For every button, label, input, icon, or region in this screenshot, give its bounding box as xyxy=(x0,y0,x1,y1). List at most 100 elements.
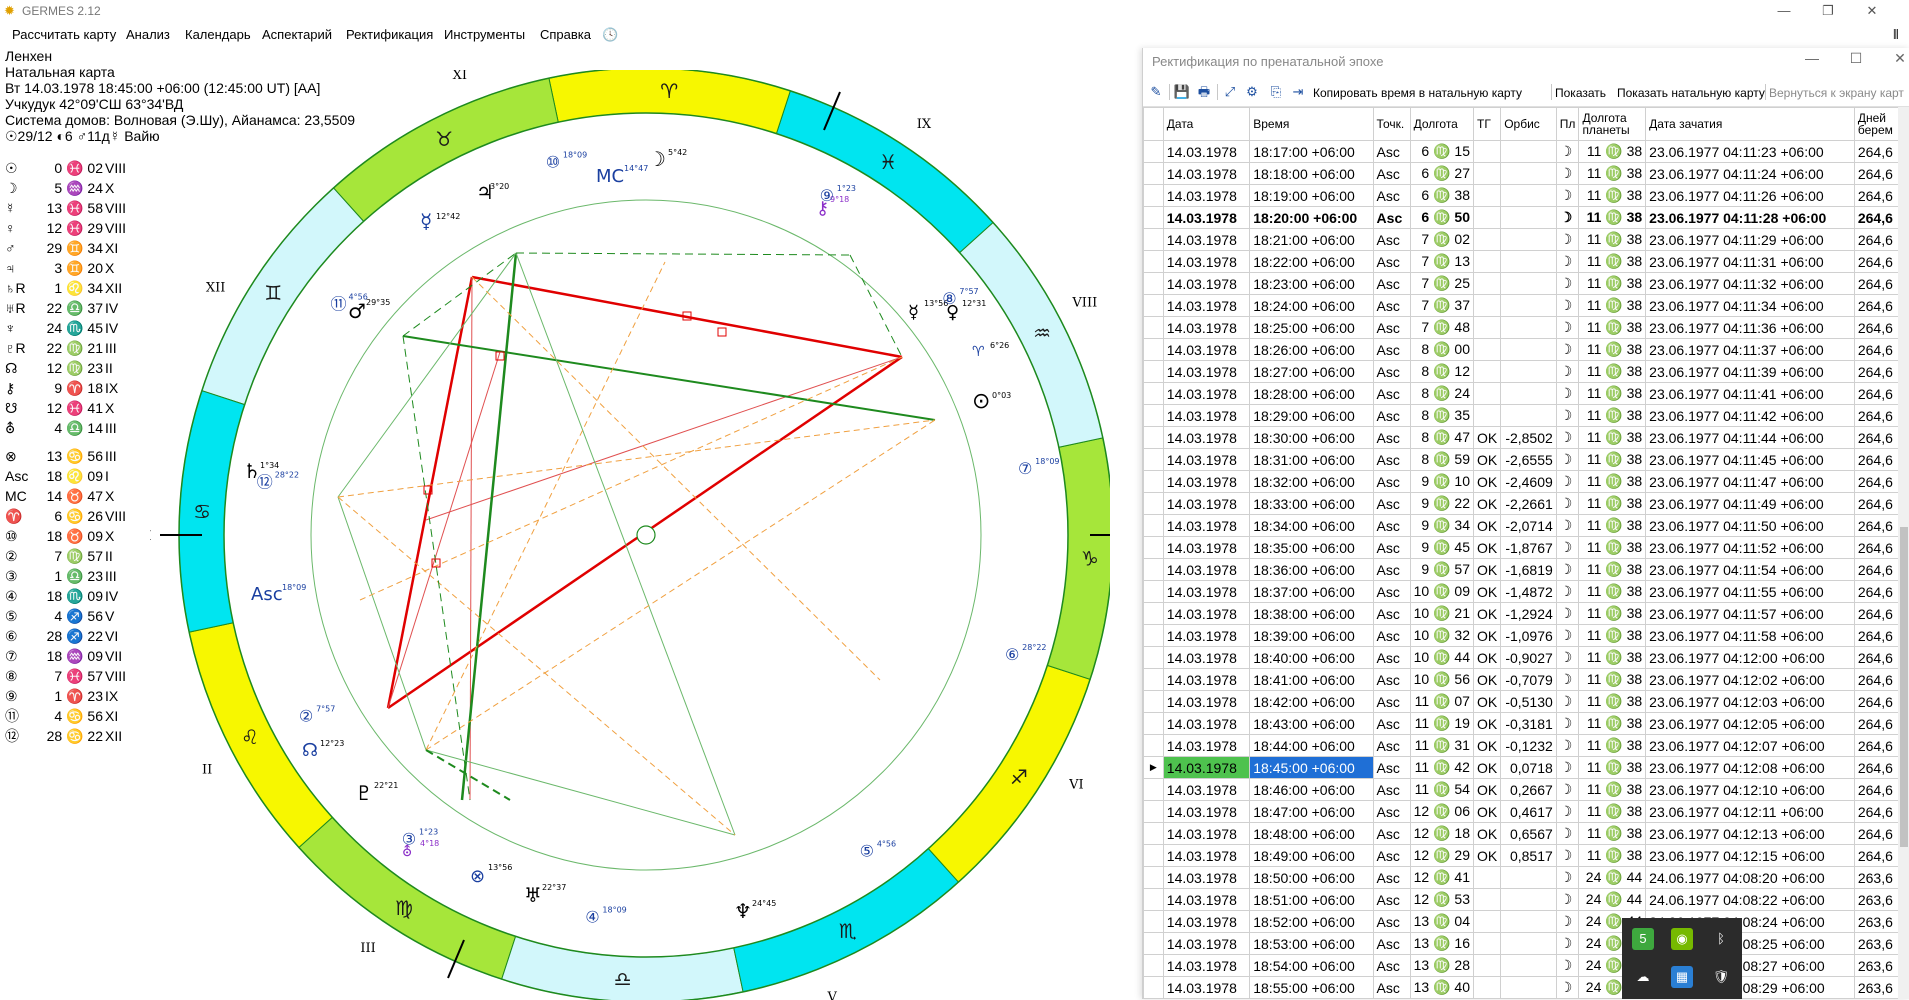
cell-conception-date[interactable]: 23.06.1977 04:11:23 +06:00 xyxy=(1646,141,1855,163)
cell-conception-date[interactable]: 23.06.1977 04:11:32 +06:00 xyxy=(1646,273,1855,295)
cell-tg[interactable] xyxy=(1473,889,1500,911)
cell-point[interactable]: Asc xyxy=(1373,273,1410,295)
cell-orb[interactable]: -1,8767 xyxy=(1501,537,1557,559)
cell-planet[interactable]: ☽ xyxy=(1556,757,1579,779)
cell-point[interactable]: Asc xyxy=(1373,207,1410,229)
cell-point[interactable]: Asc xyxy=(1373,955,1410,977)
menu-tools[interactable]: Инструменты xyxy=(444,27,525,42)
rect-minimize-button[interactable]: — xyxy=(1790,50,1834,66)
cell-planet-longitude[interactable]: 11 ♍ 38 xyxy=(1579,493,1646,515)
cell-planet-longitude[interactable]: 11 ♍ 38 xyxy=(1579,163,1646,185)
cell-planet[interactable]: ☽ xyxy=(1556,933,1579,955)
cell-tg[interactable] xyxy=(1473,163,1500,185)
row-indicator[interactable] xyxy=(1144,581,1164,603)
cell-planet[interactable]: ☽ xyxy=(1556,603,1579,625)
cell-point[interactable]: Asc xyxy=(1373,317,1410,339)
cell-point[interactable]: Asc xyxy=(1373,889,1410,911)
cell-conception-date[interactable]: 23.06.1977 04:11:31 +06:00 xyxy=(1646,251,1855,273)
cell-longitude[interactable]: 8 ♍ 12 xyxy=(1410,361,1473,383)
cell-date[interactable]: 14.03.1978 xyxy=(1163,537,1249,559)
settings-gear-icon[interactable]: ⚙ xyxy=(1243,84,1261,100)
cell-date[interactable]: 14.03.1978 xyxy=(1163,713,1249,735)
cell-point[interactable]: Asc xyxy=(1373,383,1410,405)
cell-conception-date[interactable]: 23.06.1977 04:11:28 +06:00 xyxy=(1646,207,1855,229)
cell-tg[interactable]: OK xyxy=(1473,713,1500,735)
menu-help[interactable]: Справка xyxy=(540,27,591,42)
cell-point[interactable]: Asc xyxy=(1373,735,1410,757)
cell-point[interactable]: Asc xyxy=(1373,427,1410,449)
cell-date[interactable]: 14.03.1978 xyxy=(1163,801,1249,823)
cell-conception-date[interactable]: 23.06.1977 04:12:00 +06:00 xyxy=(1646,647,1855,669)
cell-tg[interactable]: OK xyxy=(1473,757,1500,779)
row-indicator[interactable] xyxy=(1144,647,1164,669)
row-indicator[interactable] xyxy=(1144,361,1164,383)
cell-longitude[interactable]: 12 ♍ 06 xyxy=(1410,801,1473,823)
row-indicator[interactable] xyxy=(1144,229,1164,251)
cell-planet[interactable]: ☽ xyxy=(1556,141,1579,163)
print-icon[interactable]: 🖶 xyxy=(1195,84,1213,100)
cell-planet-longitude[interactable]: 24 ♍ 44 xyxy=(1579,867,1646,889)
row-indicator[interactable] xyxy=(1144,845,1164,867)
cell-orb[interactable] xyxy=(1501,955,1557,977)
cell-longitude[interactable]: 11 ♍ 42 xyxy=(1410,757,1473,779)
row-indicator[interactable] xyxy=(1144,251,1164,273)
cell-orb[interactable]: 0,4617 xyxy=(1501,801,1557,823)
cell-tg[interactable]: OK xyxy=(1473,647,1500,669)
cell-planet[interactable]: ☽ xyxy=(1556,427,1579,449)
cell-time[interactable]: 18:38:00 +06:00 xyxy=(1250,603,1373,625)
col-orb-header[interactable]: Орбис xyxy=(1501,108,1557,141)
col-time-header[interactable]: Время xyxy=(1250,108,1373,141)
row-indicator[interactable] xyxy=(1144,295,1164,317)
cell-planet-longitude[interactable]: 11 ♍ 38 xyxy=(1579,713,1646,735)
cell-longitude[interactable]: 7 ♍ 13 xyxy=(1410,251,1473,273)
cell-time[interactable]: 18:28:00 +06:00 xyxy=(1250,383,1373,405)
cell-planet[interactable]: ☽ xyxy=(1556,207,1579,229)
row-indicator[interactable] xyxy=(1144,339,1164,361)
wand-icon[interactable]: ✎ xyxy=(1147,84,1165,100)
cell-date[interactable]: 14.03.1978 xyxy=(1163,955,1249,977)
cell-tg[interactable]: OK xyxy=(1473,669,1500,691)
cell-longitude[interactable]: 13 ♍ 28 xyxy=(1410,955,1473,977)
cell-date[interactable]: 14.03.1978 xyxy=(1163,757,1249,779)
cell-planet-longitude[interactable]: 11 ♍ 38 xyxy=(1579,515,1646,537)
row-indicator[interactable] xyxy=(1144,141,1164,163)
cell-orb[interactable]: 0,6567 xyxy=(1501,823,1557,845)
cell-tg[interactable] xyxy=(1473,141,1500,163)
cell-planet-longitude[interactable]: 11 ♍ 38 xyxy=(1579,603,1646,625)
bluetooth-icon[interactable]: ᛒ xyxy=(1710,928,1732,950)
cell-planet[interactable]: ☽ xyxy=(1556,713,1579,735)
cell-point[interactable]: Asc xyxy=(1373,163,1410,185)
cell-longitude[interactable]: 10 ♍ 21 xyxy=(1410,603,1473,625)
cell-time[interactable]: 18:40:00 +06:00 xyxy=(1250,647,1373,669)
cell-tg[interactable] xyxy=(1473,405,1500,427)
cell-conception-date[interactable]: 23.06.1977 04:12:13 +06:00 xyxy=(1646,823,1855,845)
cell-orb[interactable] xyxy=(1501,273,1557,295)
cell-orb[interactable]: 0,2667 xyxy=(1501,779,1557,801)
cell-orb[interactable]: -0,3181 xyxy=(1501,713,1557,735)
cell-conception-date[interactable]: 23.06.1977 04:12:15 +06:00 xyxy=(1646,845,1855,867)
cell-date[interactable]: 14.03.1978 xyxy=(1163,735,1249,757)
row-indicator[interactable] xyxy=(1144,955,1164,977)
cell-tg[interactable]: OK xyxy=(1473,603,1500,625)
cell-tg[interactable]: OK xyxy=(1473,801,1500,823)
col-point-header[interactable]: Точк. xyxy=(1373,108,1410,141)
cell-planet[interactable]: ☽ xyxy=(1556,515,1579,537)
cell-point[interactable]: Asc xyxy=(1373,933,1410,955)
cell-longitude[interactable]: 12 ♍ 41 xyxy=(1410,867,1473,889)
cell-planet-longitude[interactable]: 11 ♍ 38 xyxy=(1579,735,1646,757)
cell-date[interactable]: 14.03.1978 xyxy=(1163,603,1249,625)
cell-longitude[interactable]: 11 ♍ 19 xyxy=(1410,713,1473,735)
cell-planet[interactable]: ☽ xyxy=(1556,295,1579,317)
cell-point[interactable]: Asc xyxy=(1373,977,1410,999)
cell-planet-longitude[interactable]: 11 ♍ 38 xyxy=(1579,383,1646,405)
